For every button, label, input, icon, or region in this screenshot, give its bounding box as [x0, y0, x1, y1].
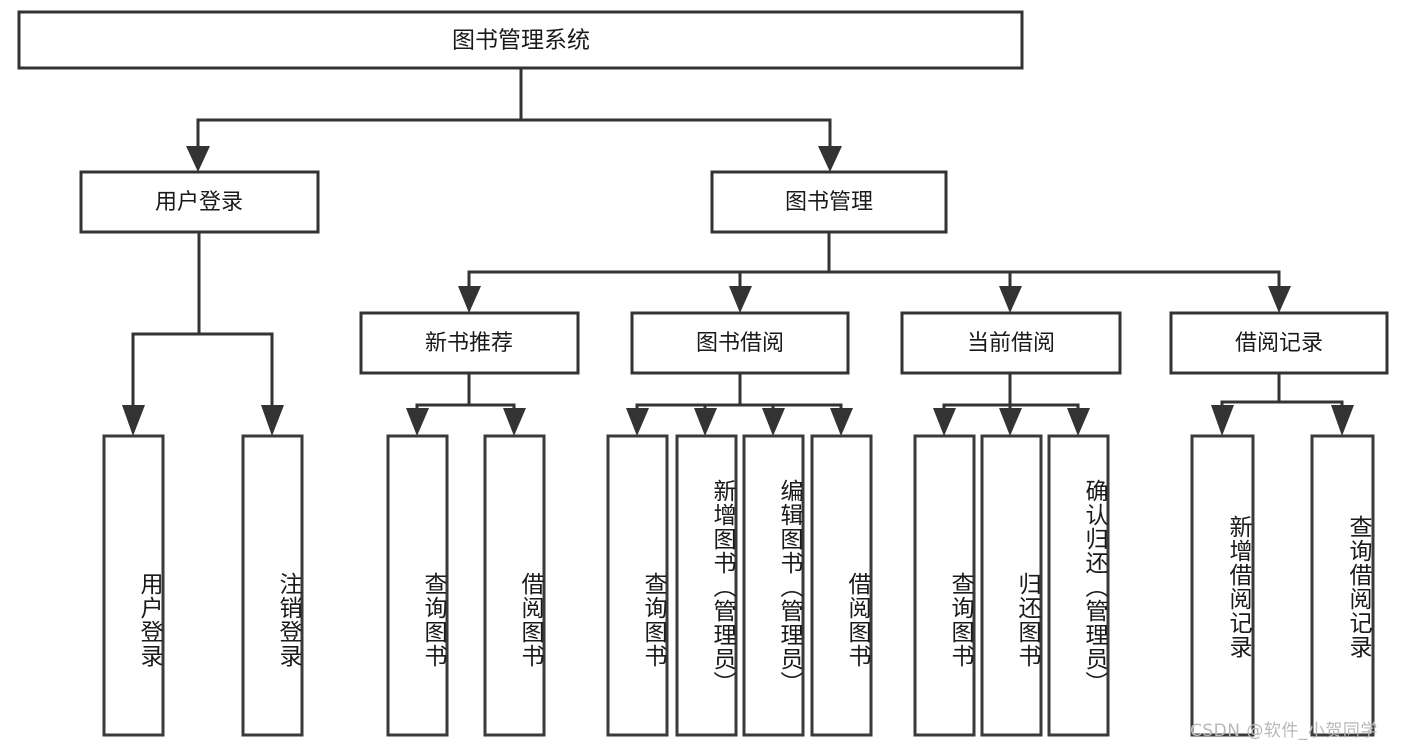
arrowhead-cu-1 — [933, 408, 956, 436]
leaf-box-user-login[interactable] — [102, 434, 165, 737]
arrowhead-cu-2 — [999, 408, 1022, 436]
node-borrow-records[interactable]: 借阅记录 — [1169, 311, 1389, 375]
connector-group-records — [1211, 371, 1354, 436]
node-new-book-recommend[interactable]: 新书推荐 — [359, 311, 580, 375]
node-user-login-label: 用户登录 — [155, 190, 243, 215]
node-current-borrow[interactable]: 当前借阅 — [900, 311, 1122, 375]
leaf-box-cu-confirm-return[interactable] — [1047, 434, 1110, 737]
leaf-box-br-borrow-book[interactable] — [810, 434, 873, 737]
node-title-label: 图书管理系统 — [452, 28, 590, 54]
node-current-borrow-label: 当前借阅 — [967, 331, 1055, 356]
node-book-borrow-rect[interactable] — [630, 311, 850, 375]
leaf-box-nb-query-book[interactable] — [386, 434, 449, 737]
arrowhead-br-1 — [626, 408, 649, 436]
leaf-box-rc-add-record[interactable] — [1190, 434, 1255, 737]
leaf-box-br-add-book[interactable] — [675, 434, 738, 737]
node-book-management-label: 图书管理 — [785, 190, 873, 215]
arrowhead-rc-2 — [1331, 405, 1354, 436]
arrowhead-root-2 — [818, 146, 842, 172]
arrowhead-cu-3 — [1067, 408, 1090, 436]
node-new-book-recommend-rect[interactable] — [359, 311, 580, 375]
arrowhead-rc-1 — [1211, 405, 1234, 436]
node-title-rect[interactable] — [17, 10, 1024, 70]
arrowhead-br-3 — [762, 408, 785, 436]
leaf-box-nb-borrow-book[interactable] — [483, 434, 546, 737]
arrowhead-bm-4 — [1268, 286, 1291, 313]
arrowhead-bm-3 — [999, 286, 1022, 313]
arrowhead-ul-2 — [261, 405, 284, 436]
node-new-book-recommend-label: 新书推荐 — [425, 331, 513, 356]
node-borrow-records-rect[interactable] — [1169, 311, 1389, 375]
node-book-management[interactable]: 图书管理 — [710, 170, 948, 234]
node-borrow-records-label: 借阅记录 — [1235, 331, 1323, 356]
arrowhead-br-2 — [694, 408, 717, 436]
node-current-borrow-rect[interactable] — [900, 311, 1122, 375]
connector-group-root — [186, 66, 842, 172]
connector-group-user-login — [122, 230, 284, 436]
arrowhead-bm-2 — [729, 286, 752, 313]
connector-group-current — [933, 371, 1090, 436]
node-user-login[interactable]: 用户登录 — [79, 170, 320, 234]
leaf-box-br-edit-book[interactable] — [742, 434, 805, 737]
node-book-management-rect[interactable] — [710, 170, 948, 234]
leaf-box-cu-query-book[interactable] — [913, 434, 976, 737]
leaf-box-logout[interactable] — [241, 434, 304, 737]
arrowhead-nb-2 — [503, 408, 526, 436]
leaf-box-cu-return-book[interactable] — [980, 434, 1043, 737]
leaf-box-rc-query-record[interactable] — [1310, 434, 1375, 737]
node-title[interactable]: 图书管理系统 — [17, 10, 1024, 70]
arrowhead-bm-1 — [458, 286, 481, 313]
arrowhead-nb-1 — [406, 408, 429, 436]
node-book-borrow[interactable]: 图书借阅 — [630, 311, 850, 375]
connector-group-book-mgmt — [458, 230, 1291, 313]
leaf-box-br-query-book[interactable] — [606, 434, 669, 737]
arrowhead-ul-1 — [122, 405, 145, 436]
arrowhead-root-1 — [186, 146, 210, 172]
connector-group-borrow — [626, 371, 853, 436]
arrowhead-br-4 — [830, 408, 853, 436]
csdn-watermark: CSDN @软件_小贺同学 — [1190, 721, 1378, 741]
node-book-borrow-label: 图书借阅 — [696, 331, 784, 356]
node-user-login-rect[interactable] — [79, 170, 320, 234]
connector-group-new-book — [406, 371, 526, 436]
